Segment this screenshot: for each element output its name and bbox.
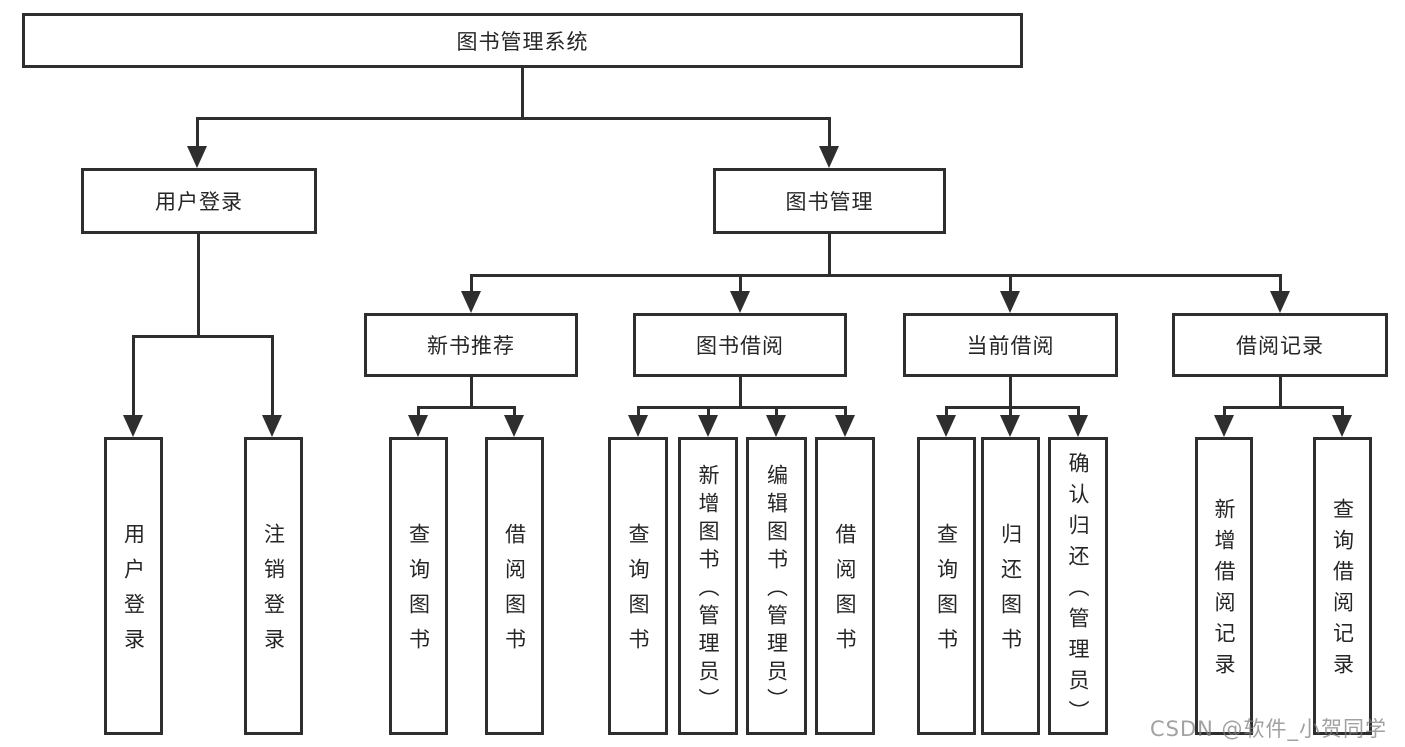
connector-stem <box>1077 406 1080 417</box>
connector-stem <box>828 117 831 147</box>
node-label: 借阅记录 <box>1236 334 1324 358</box>
node-label: 借阅图书 <box>833 523 857 663</box>
arrow-down-icon <box>1000 291 1020 313</box>
node-book-management: 图书管理 <box>713 168 946 234</box>
leaf-confirm-return-admin: 确认归还（管理员） <box>1048 437 1108 735</box>
node-label: 用户登录 <box>121 523 146 663</box>
arrow-down-icon <box>461 291 481 313</box>
arrow-down-icon <box>504 415 524 437</box>
connector-root-rail <box>196 117 831 120</box>
connector-stem <box>132 335 135 416</box>
node-book-borrowing: 图书借阅 <box>633 313 847 377</box>
leaf-query-books-borrow: 查询图书 <box>608 437 668 735</box>
connector-book-mgmt-stem <box>828 234 831 276</box>
node-label: 归还图书 <box>998 523 1023 663</box>
node-user-login: 用户登录 <box>81 168 317 234</box>
arrow-down-icon <box>1214 415 1234 437</box>
node-label: 新增图书（管理员） <box>696 463 720 716</box>
leaf-edit-book-admin: 编辑图书（管理员） <box>746 437 807 735</box>
connector-stem <box>739 274 742 292</box>
connector-stem <box>844 406 847 417</box>
connector-stem <box>1009 406 1012 417</box>
node-label: 查询图书 <box>934 523 959 663</box>
leaf-add-book-admin: 新增图书（管理员） <box>678 437 738 735</box>
node-borrowing-records: 借阅记录 <box>1172 313 1388 377</box>
connector-stem <box>470 274 473 292</box>
connector-user-login-stem <box>197 234 200 337</box>
arrow-down-icon <box>408 415 428 437</box>
connector-rail <box>417 406 516 409</box>
connector-stem <box>271 335 274 416</box>
leaf-borrow-books-recommend: 借阅图书 <box>485 437 544 735</box>
leaf-user-login: 用户登录 <box>104 437 163 735</box>
connector-stem <box>1279 377 1282 408</box>
connector-stem <box>417 406 420 417</box>
leaf-query-books-current: 查询图书 <box>917 437 976 735</box>
arrow-down-icon <box>730 291 750 313</box>
connector-stem <box>470 377 473 408</box>
leaf-add-borrow-record: 新增借阅记录 <box>1195 437 1253 735</box>
node-label: 借阅图书 <box>502 523 527 663</box>
connector-stem <box>945 406 948 417</box>
node-library-system: 图书管理系统 <box>22 13 1023 68</box>
connector-rail <box>637 406 847 409</box>
arrow-down-icon <box>187 146 207 168</box>
node-new-book-recommendation: 新书推荐 <box>364 313 578 377</box>
node-label: 图书借阅 <box>696 334 784 358</box>
leaf-logout: 注销登录 <box>244 437 303 735</box>
arrow-down-icon <box>1068 415 1088 437</box>
node-label: 当前借阅 <box>966 334 1055 358</box>
arrow-down-icon <box>819 146 839 168</box>
leaf-borrow-books-borrow: 借阅图书 <box>815 437 875 735</box>
connector-stem <box>775 406 778 417</box>
node-label: 查询借阅记录 <box>1330 498 1355 684</box>
node-label: 新书推荐 <box>427 334 515 358</box>
node-label: 确认归还（管理员） <box>1066 451 1090 731</box>
connector-stem <box>1009 377 1012 408</box>
connector-stem <box>707 406 710 417</box>
arrow-down-icon <box>936 415 956 437</box>
node-current-borrowing: 当前借阅 <box>903 313 1118 377</box>
connector-root-stem <box>521 68 524 119</box>
connector-stem <box>513 406 516 417</box>
arrow-down-icon <box>835 415 855 437</box>
node-label: 编辑图书（管理员） <box>764 463 789 716</box>
arrow-down-icon <box>1332 415 1352 437</box>
arrow-down-icon <box>766 415 786 437</box>
arrow-down-icon <box>628 415 648 437</box>
leaf-query-books-recommend: 查询图书 <box>389 437 448 735</box>
connector-stem <box>1009 274 1012 292</box>
arrow-down-icon <box>698 415 718 437</box>
arrow-down-icon <box>123 415 143 437</box>
watermark-text: CSDN @软件_小贺同学 <box>1150 717 1388 741</box>
node-label: 图书管理系统 <box>456 29 589 54</box>
node-label: 图书管理 <box>785 190 874 214</box>
leaf-query-borrow-record: 查询借阅记录 <box>1313 437 1372 735</box>
connector-book-mgmt-rail <box>470 274 1281 277</box>
node-label: 查询图书 <box>626 523 650 663</box>
connector-stem <box>196 117 199 147</box>
connector-stem <box>1341 406 1344 417</box>
connector-rail <box>1223 406 1344 409</box>
arrow-down-icon <box>262 415 282 437</box>
connector-rail <box>945 406 1080 409</box>
node-label: 查询图书 <box>406 523 431 663</box>
connector-stem <box>1223 406 1226 417</box>
arrow-down-icon <box>1000 415 1020 437</box>
connector-user-login-rail <box>132 335 274 338</box>
arrow-down-icon <box>1270 291 1290 313</box>
connector-stem <box>739 377 742 408</box>
node-label: 用户登录 <box>155 190 243 214</box>
node-label: 新增借阅记录 <box>1212 498 1236 684</box>
connector-stem <box>637 406 640 417</box>
node-label: 注销登录 <box>261 523 286 663</box>
leaf-return-books: 归还图书 <box>981 437 1040 735</box>
connector-stem <box>1279 274 1282 292</box>
